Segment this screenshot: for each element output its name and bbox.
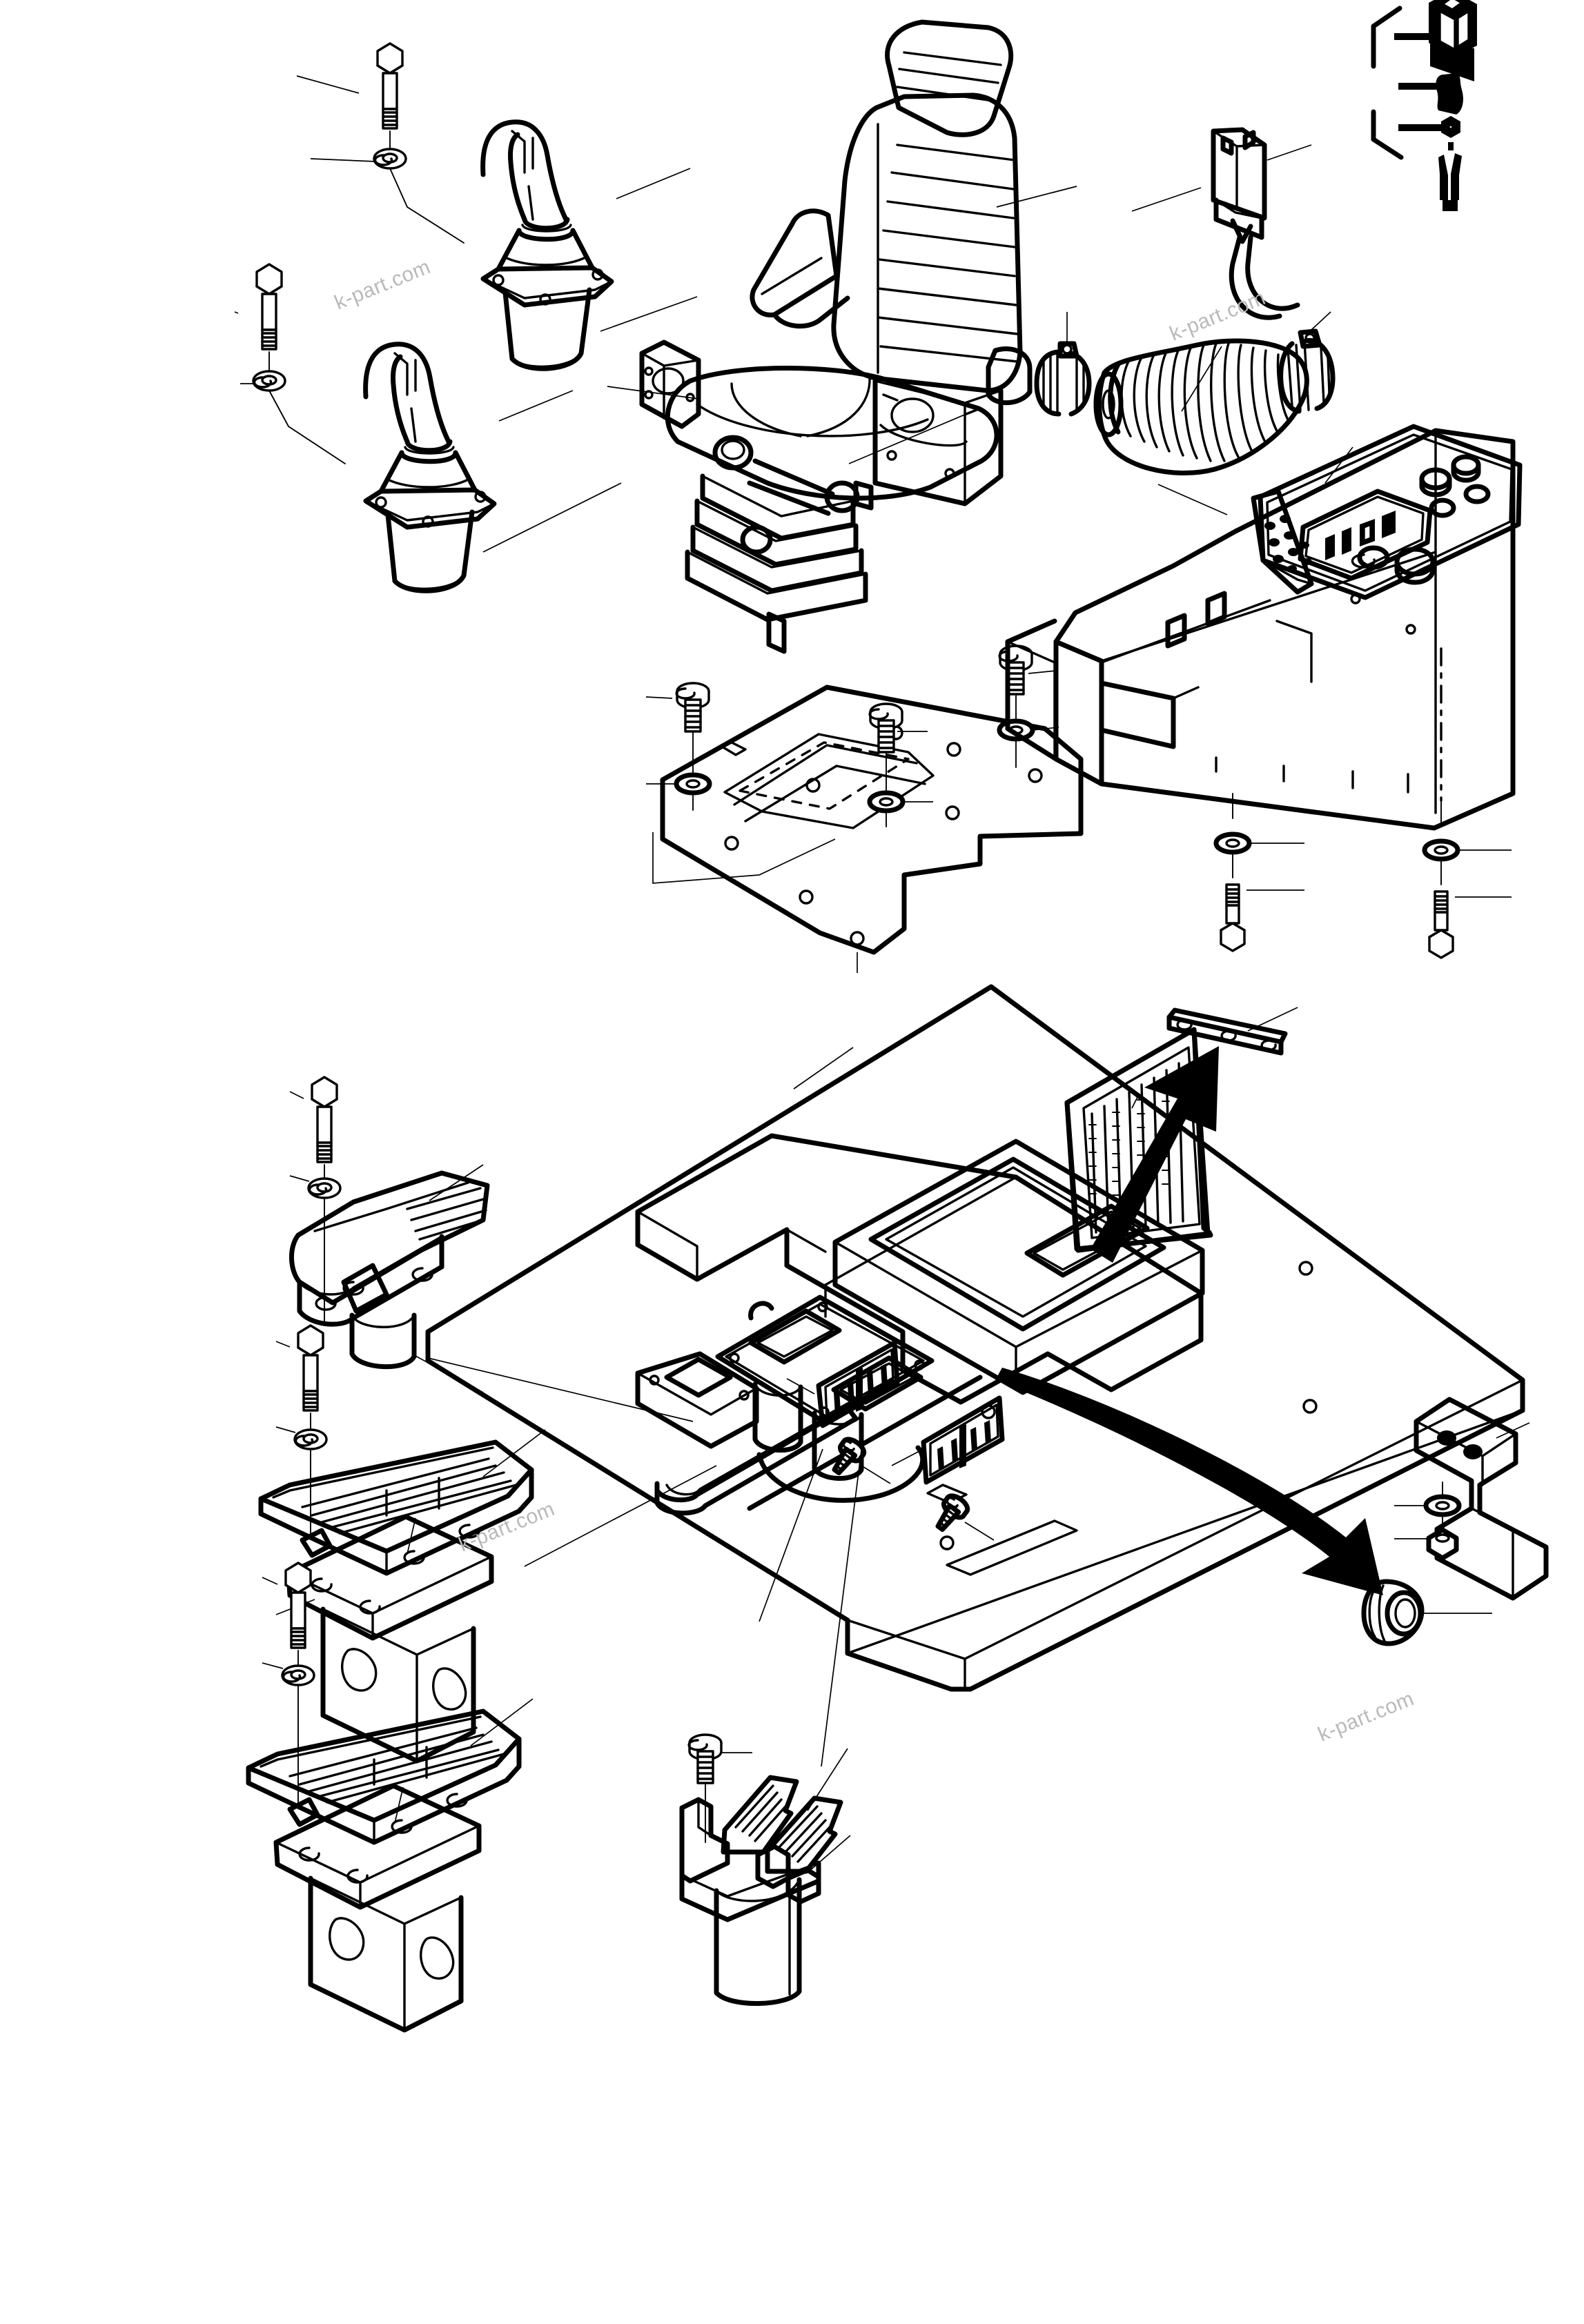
console-mount-bolt-right bbox=[1428, 859, 1512, 959]
screen-retaining-strip bbox=[1166, 1007, 1298, 1056]
washer-travel-pedal-right bbox=[262, 1662, 315, 1804]
instrument-monitor-panel bbox=[1258, 424, 1523, 600]
connector-housing bbox=[1394, 0, 1477, 81]
washer-base-plate-1 bbox=[646, 775, 710, 793]
seat-suspension-base bbox=[685, 435, 874, 654]
washer-lower-left-joystick bbox=[240, 370, 346, 464]
control-lever-ppc-valve-left bbox=[480, 119, 698, 371]
hose-clamp-right bbox=[1278, 311, 1336, 414]
hose-clamp-left bbox=[1034, 312, 1092, 417]
arrow-to-retaining-strip bbox=[1091, 1046, 1219, 1263]
bolt-travel-pedal-left bbox=[275, 1324, 324, 1430]
air-vent-grille-left bbox=[786, 1340, 900, 1428]
connector-contact bbox=[1438, 153, 1462, 211]
bolt-lower-left-joystick bbox=[234, 263, 283, 373]
seat-armrest bbox=[750, 208, 1033, 406]
console-mount-bolt-left bbox=[1220, 852, 1304, 952]
console-box-right bbox=[1005, 424, 1523, 831]
connector-detail-bracket bbox=[1371, 0, 1477, 211]
console-mount-washer-right bbox=[1425, 800, 1512, 859]
travel-pedal-right bbox=[246, 1698, 534, 2033]
bolt-base-plate-2 bbox=[868, 702, 928, 827]
wiring-harness-connector bbox=[1131, 127, 1312, 320]
perforated-speaker-screen bbox=[1064, 1027, 1213, 1253]
washer-base-plate-2 bbox=[870, 793, 933, 811]
connector-seal bbox=[1398, 73, 1463, 115]
console-mount-washer-left bbox=[1216, 793, 1304, 852]
service-pedal-dual bbox=[679, 1748, 851, 2006]
screw-vent-grille-right bbox=[930, 1493, 995, 1541]
nut-bracket bbox=[1394, 1530, 1456, 1558]
air-vent-grille-right bbox=[891, 1395, 1005, 1485]
bolt-upper-left-joystick bbox=[296, 42, 404, 151]
connector-pin bbox=[1398, 116, 1460, 150]
washer-upper-left-joystick bbox=[310, 148, 465, 244]
center-console-housing bbox=[427, 1133, 1205, 1767]
floor-plate bbox=[425, 984, 1525, 1692]
accelerator-pedal bbox=[289, 1164, 490, 1393]
operator-seat-assembly bbox=[607, 19, 1077, 654]
bolt-base-plate-1 bbox=[645, 682, 710, 811]
rubber-grommet bbox=[1361, 1579, 1492, 1646]
control-lever-ppc-valve-right bbox=[363, 342, 622, 593]
mounting-bracket bbox=[1414, 1397, 1549, 1601]
bolt-travel-pedal-right bbox=[262, 1562, 312, 1666]
flexible-air-duct bbox=[1093, 338, 1309, 475]
arrow-to-grommet bbox=[995, 1368, 1383, 1595]
travel-pedal-left bbox=[258, 1429, 546, 1764]
screw-vent-grille-left bbox=[827, 1436, 891, 1484]
switch-keypad bbox=[1251, 489, 1314, 595]
